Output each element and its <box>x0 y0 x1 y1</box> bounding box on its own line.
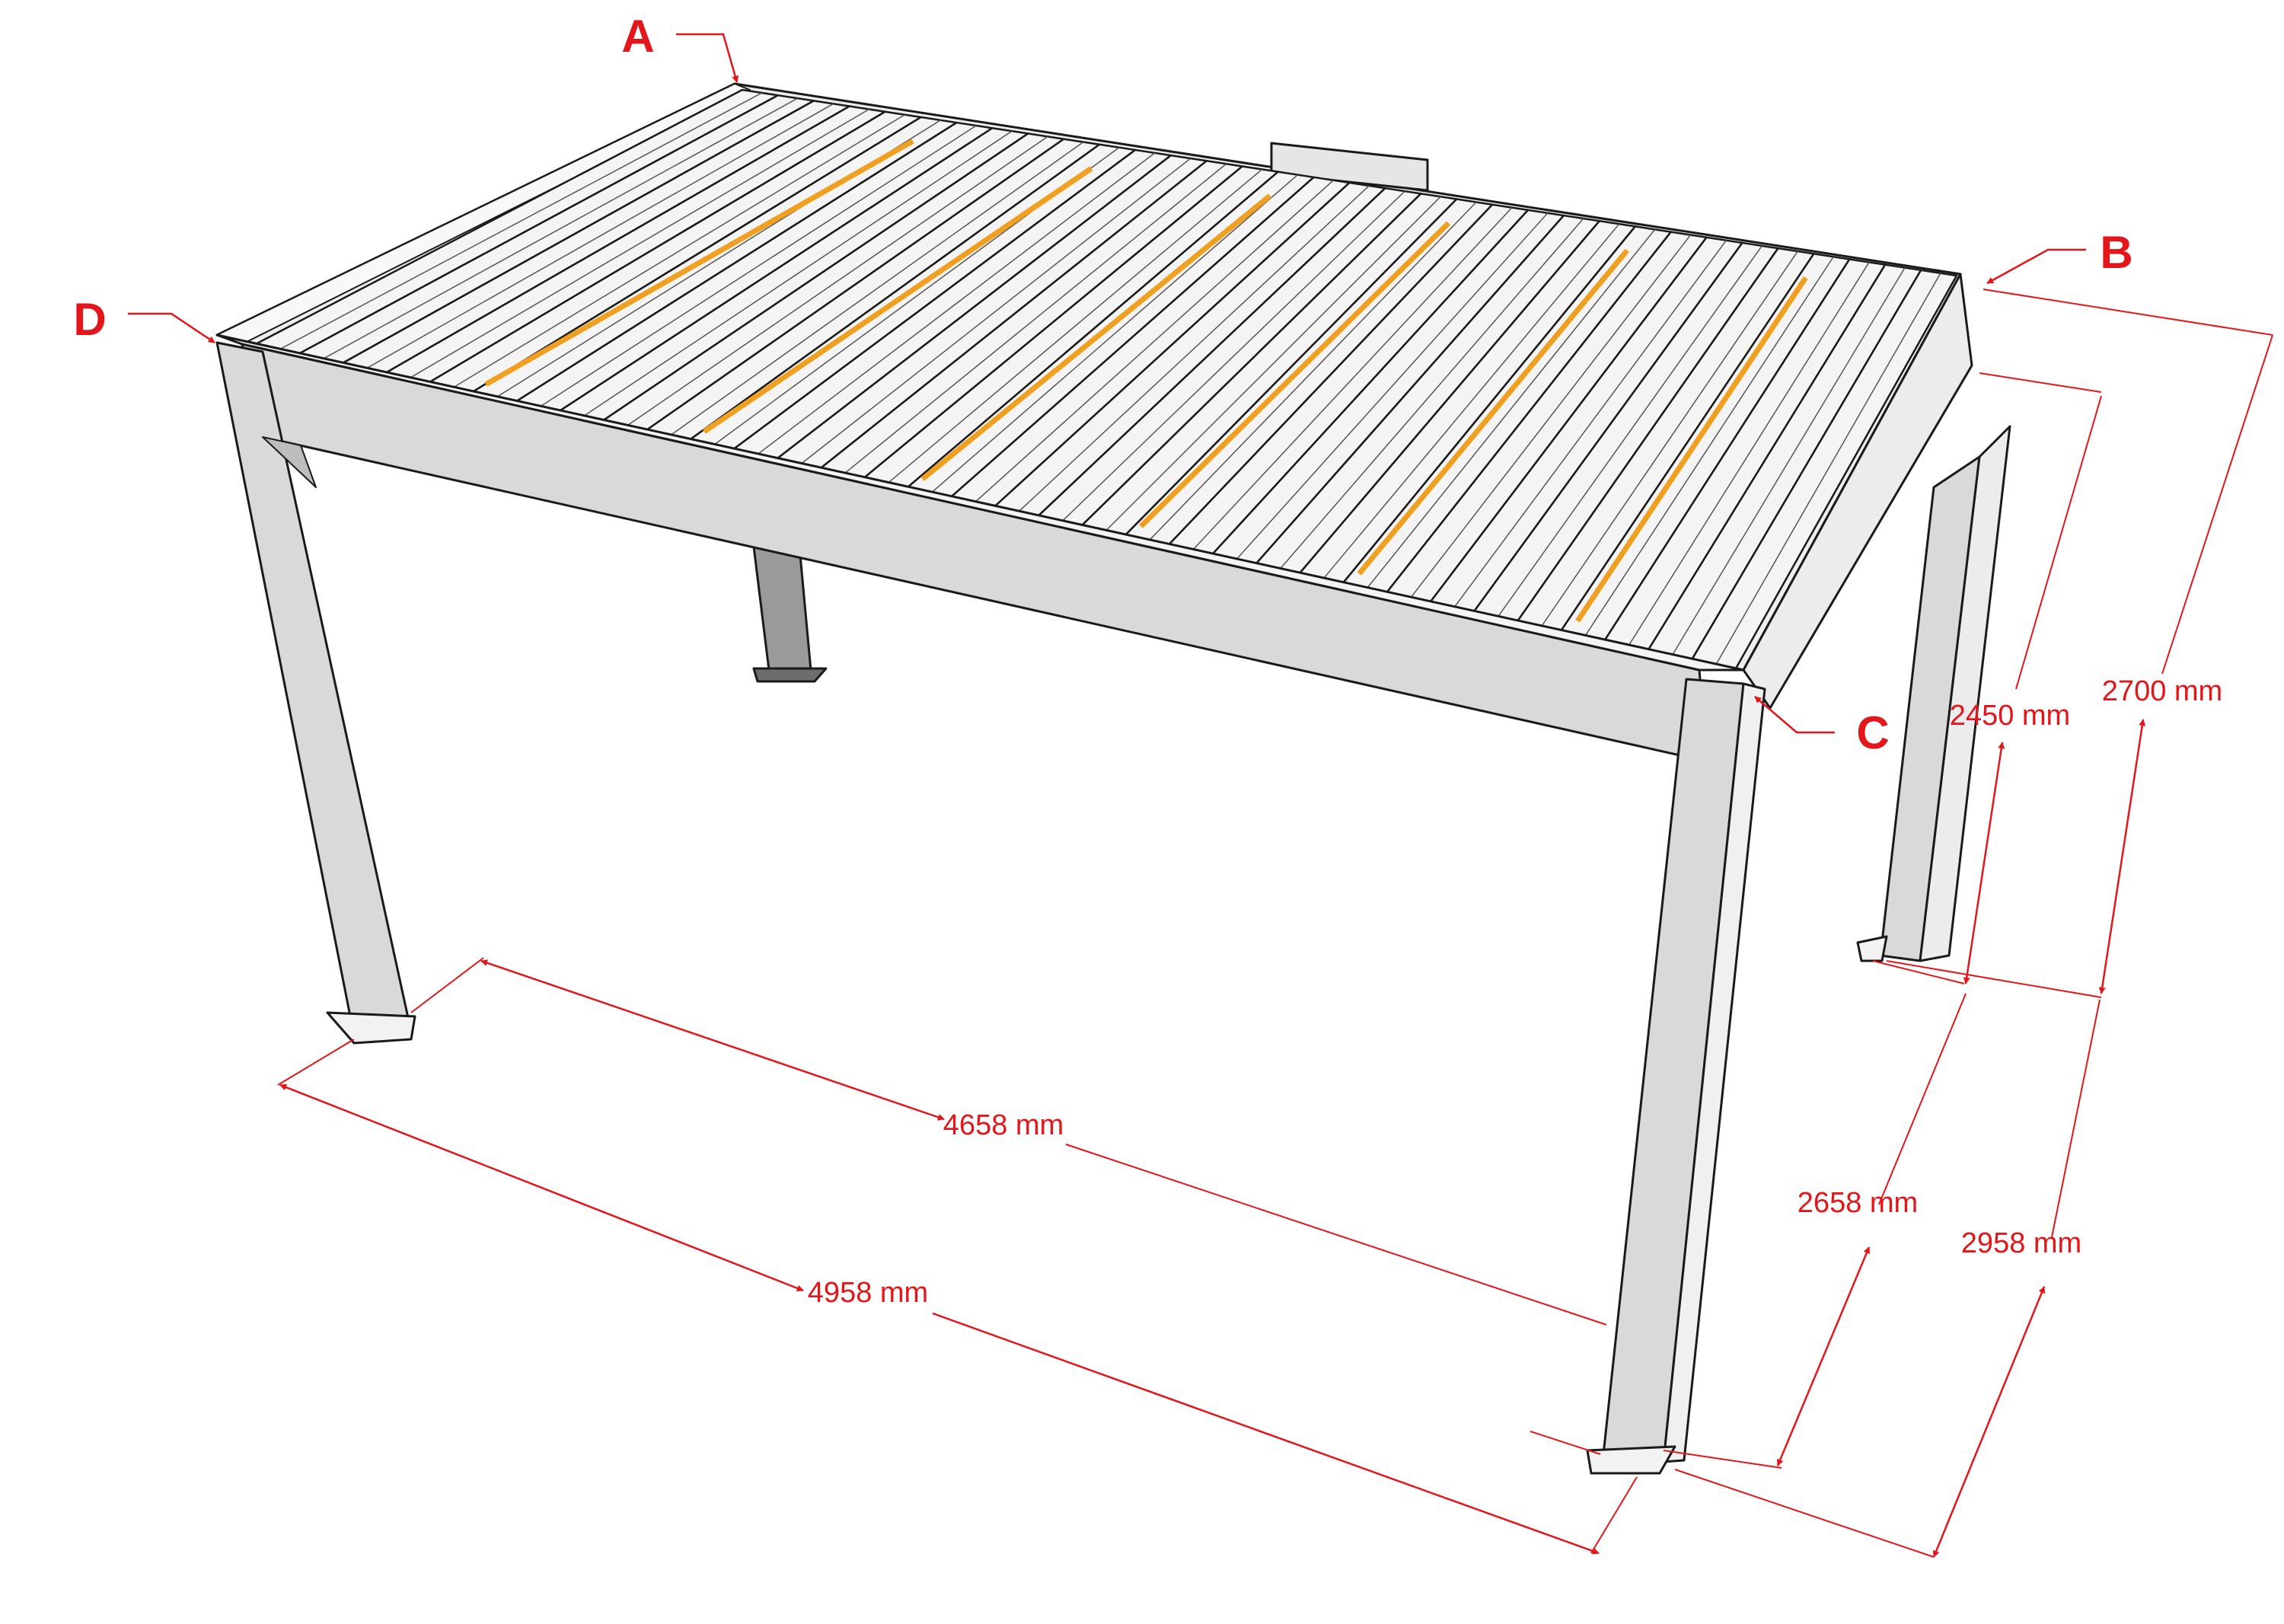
louver-ridge <box>886 168 1263 485</box>
motor-box <box>1270 142 1429 192</box>
leader-c <box>1754 696 1835 734</box>
louver-ridge <box>1715 273 1941 665</box>
leader-a <box>676 33 739 83</box>
back-left-post <box>752 545 812 672</box>
leader-b <box>1986 248 2086 285</box>
louver-ridge <box>842 163 1227 476</box>
ext-line-right-inner <box>1530 1431 1601 1455</box>
dim-outer-width-line-b <box>2051 999 2101 1238</box>
ext-line-back-width <box>1872 960 1965 984</box>
dim-inner-width-label: 2658 mm <box>1798 1187 1918 1219</box>
dim-total-height-line-a <box>2098 719 2146 994</box>
louver-ridge <box>1672 267 1906 656</box>
louver-ridge <box>1410 235 1692 598</box>
pergola-structure <box>215 82 2011 1475</box>
louver-ridge <box>1017 185 1370 513</box>
dim-inner-length-label: 4658 mm <box>943 1109 1064 1141</box>
dim-outer-width-line-a <box>1932 1286 2046 1558</box>
dimension-annotations <box>128 33 2273 1558</box>
ext-line-right-outer <box>1590 1476 1638 1554</box>
louver-ridge <box>668 141 1084 438</box>
front-beam-top <box>215 333 1745 672</box>
front-right-post-side <box>1662 682 1766 1463</box>
led-strip <box>1575 276 1808 623</box>
louver-ridge <box>449 114 905 391</box>
dim-total-height-line-b <box>2161 334 2273 675</box>
louver-ridge <box>580 130 1013 419</box>
dim-inner-length-line-b <box>1065 1144 1607 1326</box>
louver-ridge <box>930 174 1298 495</box>
corner-label-c: C <box>1856 707 1889 758</box>
louver-ridge <box>1453 240 1727 608</box>
ext-line-left-inner <box>410 957 484 1013</box>
ext-line-clear-height-top <box>1979 372 2102 393</box>
dim-inner-width-line-a <box>1776 1246 1871 1466</box>
louvers <box>250 88 1958 670</box>
louver-ridge <box>1584 256 1834 637</box>
corner-label-a: A <box>621 11 654 62</box>
dim-inner-width-line-b <box>1878 993 1967 1205</box>
louver-ridge <box>1279 218 1584 570</box>
ext-line-left-outer <box>277 1039 355 1086</box>
leader-d <box>128 312 215 344</box>
dim-total-height-label: 2700 mm <box>2102 675 2222 707</box>
dimension-labels: 4658 mm 4958 mm 2658 mm 2958 mm 2450 mm … <box>808 675 2222 1309</box>
back-right-post-base <box>1856 935 1888 962</box>
ext-line-front-width-inner <box>1663 1450 1782 1469</box>
louver-ridge <box>275 92 763 353</box>
led-strip <box>1357 248 1629 576</box>
ext-line-total-height-top <box>1983 289 2273 336</box>
louver-ridge <box>1322 223 1620 579</box>
louver-ridge <box>537 125 977 410</box>
back-right-post-shadow <box>1919 425 2011 962</box>
louver-ridge <box>1104 196 1441 532</box>
corner-callouts: A B C D <box>73 11 2132 758</box>
led-strip <box>920 193 1272 481</box>
dim-clear-height-line-b <box>2015 395 2102 690</box>
louver-ridge <box>406 108 869 381</box>
dim-clear-height-line-a <box>1963 742 2005 984</box>
louver-ridge <box>1628 262 1870 646</box>
dim-outer-length-label: 4958 mm <box>808 1277 928 1309</box>
back-left-post-base <box>752 667 828 683</box>
ext-line-front-width-outer <box>1674 1469 1935 1558</box>
louver-ridge <box>1148 201 1477 542</box>
dim-outer-width-label: 2958 mm <box>1961 1227 2081 1259</box>
louver-ridge <box>1235 212 1549 561</box>
louver-ridge <box>1366 228 1656 589</box>
front-left-post-shadow <box>262 436 317 488</box>
corner-label-d: D <box>73 294 106 345</box>
louver-ridge <box>754 152 1156 457</box>
dim-inner-length-line-a <box>480 959 945 1121</box>
dim-outer-length-line-b <box>932 1312 1600 1555</box>
corner-label-b: B <box>2100 227 2132 278</box>
louver-ridge <box>1191 207 1513 551</box>
louver-ridge <box>362 103 834 372</box>
louver-ridge <box>973 180 1334 504</box>
front-left-post-base <box>326 1011 416 1045</box>
louver-ridge <box>799 158 1191 466</box>
front-right-post-base <box>1586 1445 1676 1475</box>
dim-clear-height-label: 2450 mm <box>1950 700 2070 732</box>
led-strip <box>703 166 1093 434</box>
louver-ridge <box>318 97 799 362</box>
louver-ridge <box>624 136 1048 428</box>
dim-outer-length-line-a <box>279 1083 804 1292</box>
louver-ridge <box>1061 190 1405 523</box>
ext-line-height-bottom <box>1886 960 2102 998</box>
louver-ridge <box>1497 245 1762 617</box>
led-strip <box>484 139 914 387</box>
louver-ridge <box>1541 250 1798 627</box>
led-strip <box>1139 221 1451 528</box>
